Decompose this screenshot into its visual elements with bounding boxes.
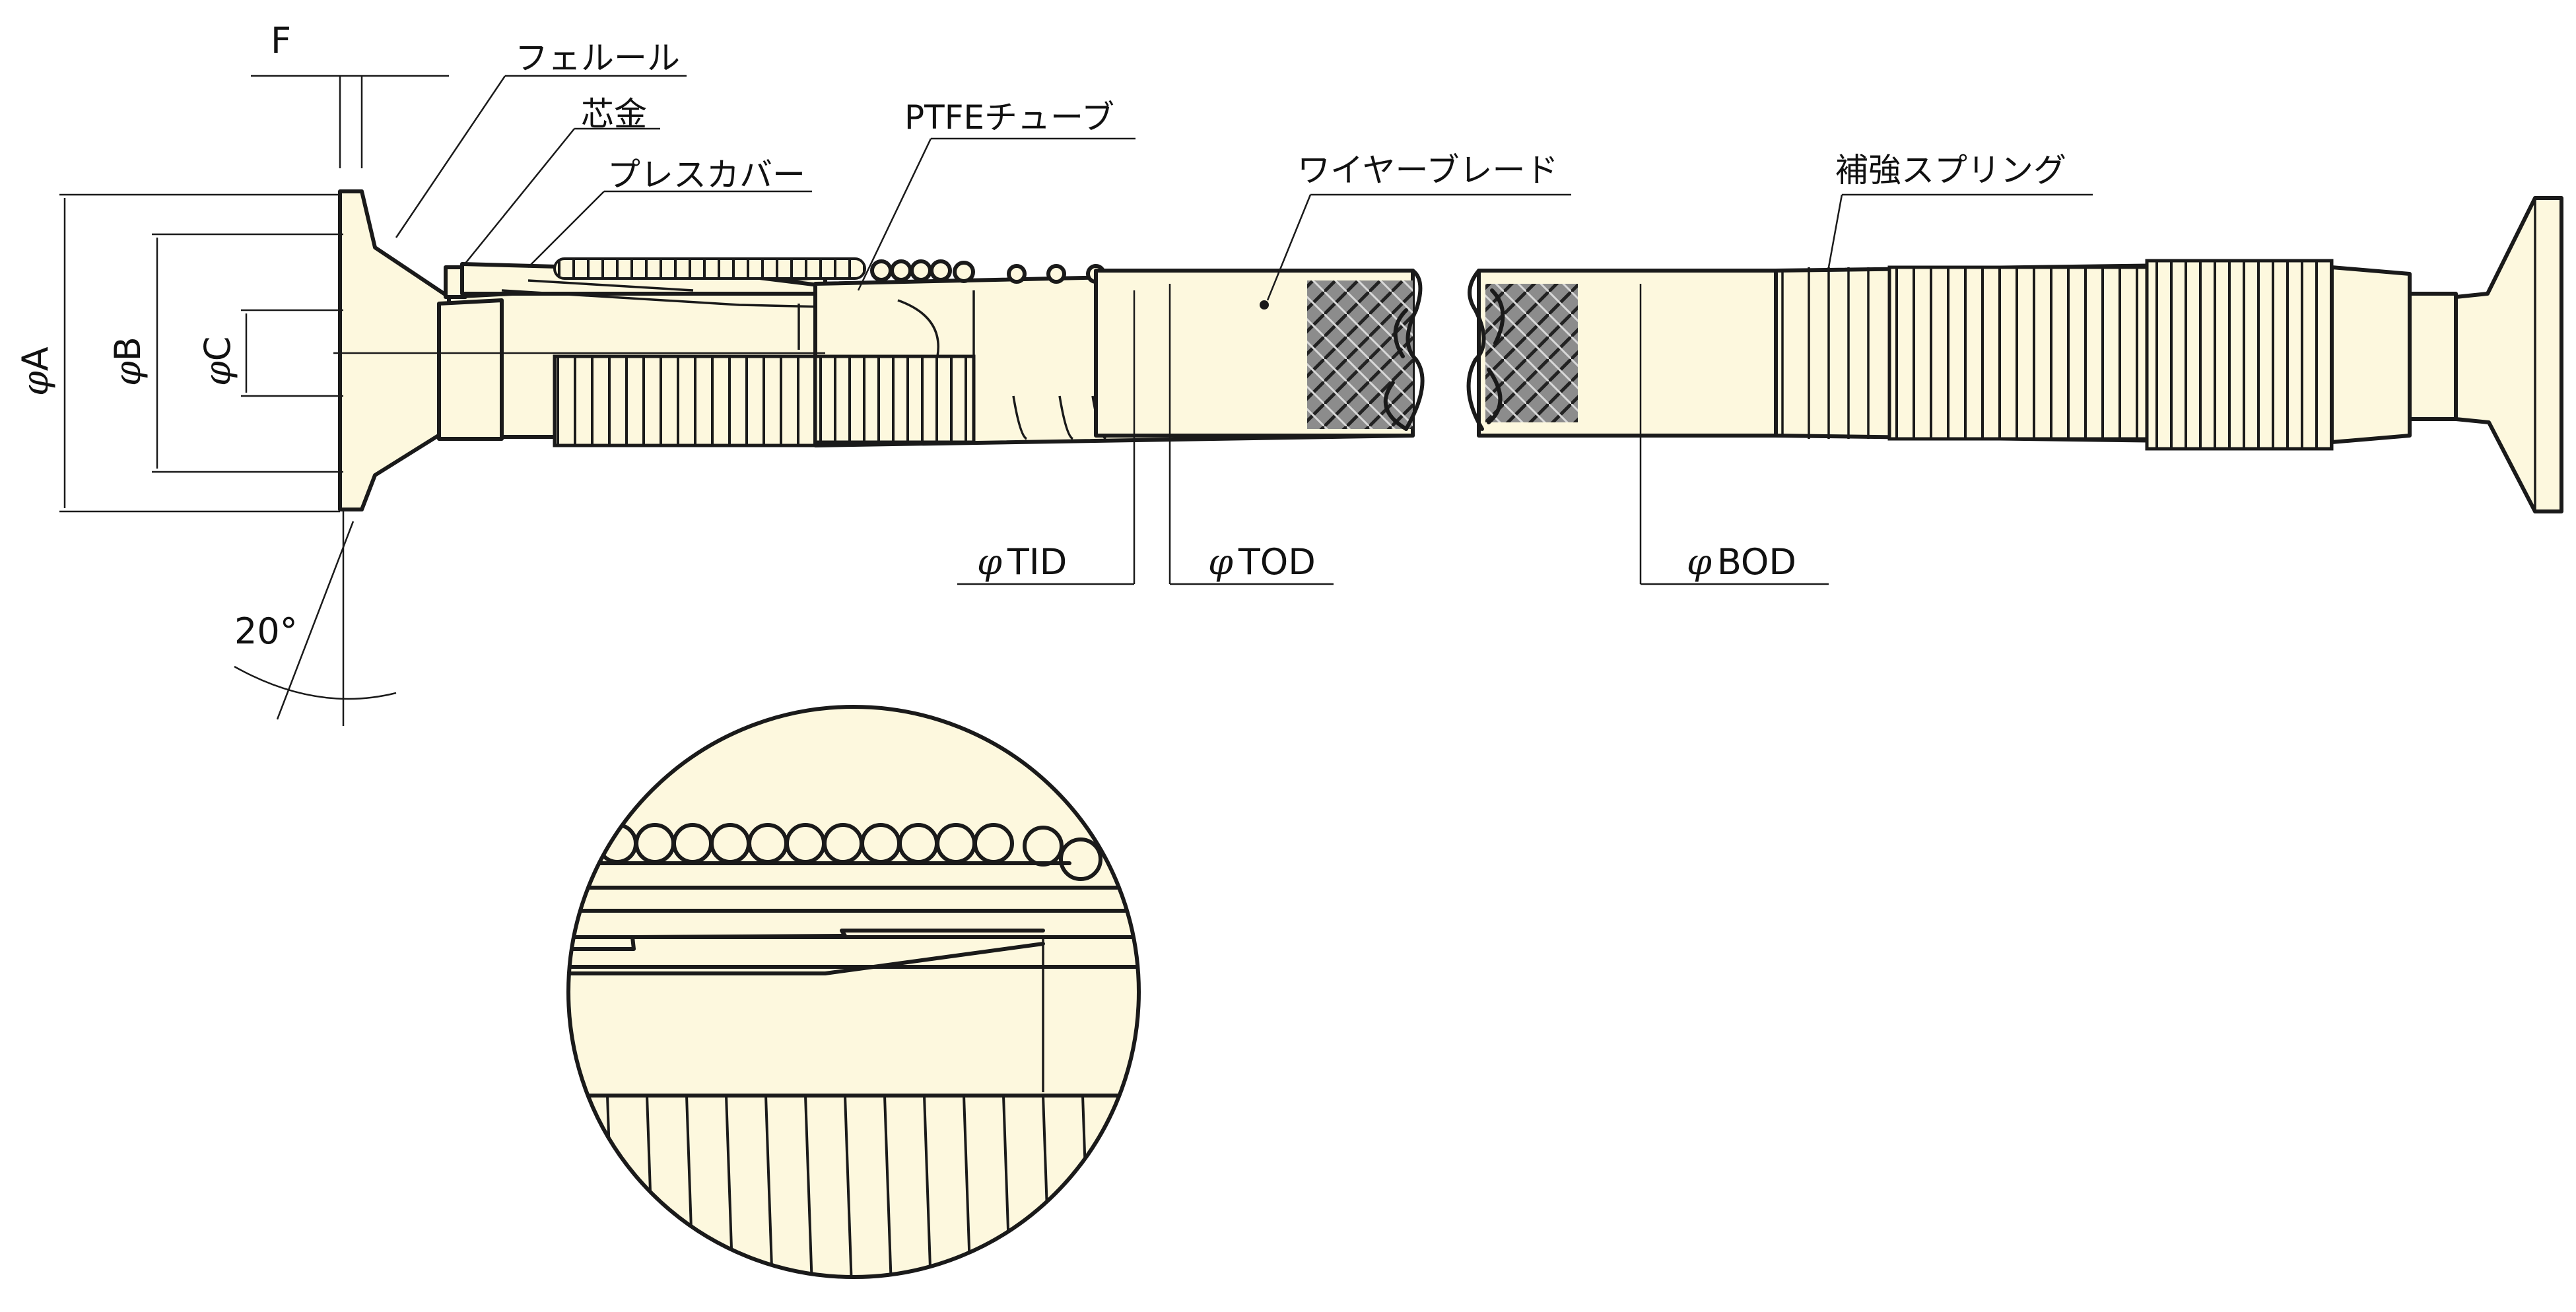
top-bead-row (553, 257, 1106, 284)
dim-f: F (271, 20, 291, 61)
detail-magnifier (566, 705, 1141, 1279)
dim-phi-a: φA (15, 346, 56, 396)
svg-text:φC: φC (197, 336, 238, 386)
svg-text:φB: φB (107, 337, 149, 386)
label-ptfe-tube: PTFEチューブ (904, 98, 1114, 137)
leader-lines (395, 75, 2093, 310)
right-fitting (1466, 196, 2563, 513)
label-reinforcing-spring: 補強スプリング (1835, 151, 2066, 189)
dim-phi-c: φC (197, 336, 238, 386)
svg-text:φA: φA (15, 346, 56, 396)
dim-phi-b: φB (107, 337, 149, 386)
label-ferrule: フェルール (515, 39, 680, 77)
label-core: 芯金 (581, 95, 647, 133)
left-fitting (333, 189, 1425, 511)
dimension-lines (59, 75, 1829, 726)
dim-angle: 20° (234, 610, 298, 652)
part-labels: フェルール 芯金 プレスカバー PTFEチューブ ワイヤーブレード 補強スプリン… (515, 39, 2066, 194)
label-press-cover: プレスカバー (607, 156, 805, 194)
label-wire-braid: ワイヤーブレード (1297, 151, 1559, 189)
